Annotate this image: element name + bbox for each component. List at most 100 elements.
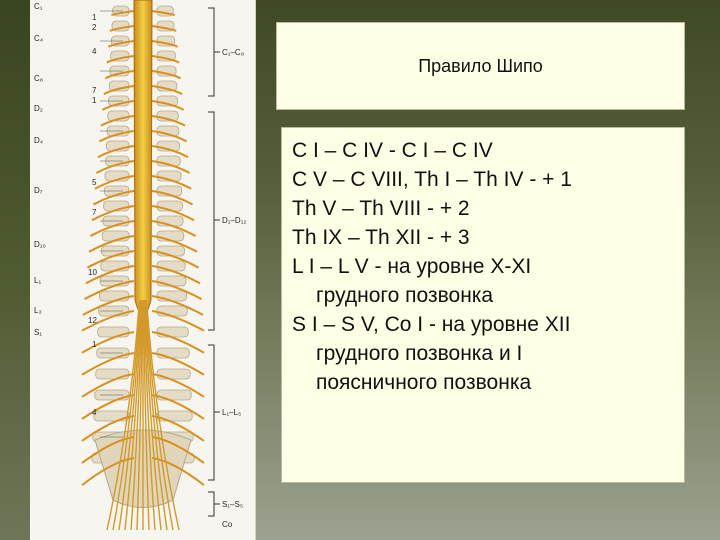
nerve-root-right	[151, 352, 205, 376]
vertebra-right	[156, 389, 192, 401]
spinal-cord-drawing	[81, 0, 220, 531]
fig-label-right: D₁–D₁₂	[222, 216, 247, 225]
nerve-root-left	[81, 373, 135, 398]
fig-label-right: L₁–L₅	[222, 408, 242, 417]
vertebra-left	[97, 326, 130, 338]
cauda-fiber	[130, 299, 143, 531]
rule-line: S I – S V, Co I - на уровне XII	[292, 313, 571, 336]
nerve-root-right	[151, 115, 186, 127]
nerve-root-left	[109, 25, 135, 32]
fig-label-left: D₄	[34, 136, 44, 145]
nerve-root-right	[151, 250, 200, 269]
fig-label-left: 7	[92, 86, 97, 95]
fig-label-left: 5	[92, 178, 97, 187]
nerve-root-left	[81, 331, 135, 354]
rule-continuation: грудного позвонка	[316, 284, 494, 307]
fig-label-left: 7	[92, 208, 97, 217]
cauda-equina-group	[106, 299, 180, 531]
fig-label-left: C₈	[34, 74, 44, 83]
rule-line: Th IX – Th XII - + 3	[292, 226, 470, 249]
vertebra-right	[156, 275, 187, 287]
nerve-root-right	[151, 310, 205, 332]
slide-background-edge	[0, 0, 30, 540]
nerve-root-left	[94, 175, 135, 190]
rule-item: Th IX – Th XII - + 3	[292, 223, 674, 252]
nerve-root-left	[89, 220, 135, 237]
rule-line: C V – C VIII, Th I – Th IV - + 1	[292, 168, 572, 191]
fig-label-left: D₇	[34, 186, 43, 195]
fig-label-left: 1	[92, 96, 97, 105]
bracket-thoracic	[208, 111, 215, 331]
fig-label-right: S₁–S₅	[222, 500, 244, 509]
vertebra-left	[100, 260, 130, 272]
cauda-fiber	[144, 299, 168, 531]
rule-item: C V – C VIII, Th I – Th IV - + 1	[292, 165, 674, 194]
rule-item: Th V – Th VIII - + 2	[292, 194, 674, 223]
segment-brackets	[208, 7, 220, 517]
cauda-fiber	[118, 299, 142, 531]
fig-label-left: 12	[88, 316, 97, 325]
rules-box: C I – C IV - C I – C IV C V – C VIII, Th…	[281, 127, 685, 483]
nerve-root-left	[104, 70, 135, 80]
cauda-fiber	[142, 299, 150, 531]
vertebra-right	[156, 305, 188, 317]
nerve-root-right	[151, 205, 195, 222]
vertebra-right	[156, 368, 191, 380]
nerve-root-right	[151, 235, 198, 253]
vertebra-right	[156, 347, 190, 359]
fig-label-left: L₃	[34, 306, 42, 315]
nerve-root-left	[101, 100, 135, 111]
spinal-cord-figure: C₁ 1 2 C₄ 4 C₈ 7 1 D₂ D₄ 5 D₇ 7 D₁₀ 10 L…	[30, 0, 256, 540]
nerve-root-right	[151, 70, 182, 80]
cauda-fiber	[145, 299, 180, 531]
rule-item: L I – L V - на уровне X-XI грудного позв…	[292, 252, 674, 310]
fig-label-left: D₂	[34, 104, 43, 113]
fig-label-left: 1	[92, 13, 97, 22]
nerve-root-right	[151, 331, 205, 354]
nerve-root-right	[151, 265, 201, 285]
nerve-root-right	[151, 100, 185, 111]
nerve-root-right	[151, 55, 180, 64]
bracket-lumbar	[208, 344, 215, 481]
title-box: Правило Шипо	[276, 22, 685, 110]
nerve-root-right	[151, 25, 177, 32]
fig-label-left: 2	[92, 23, 97, 32]
nerve-root-left	[81, 310, 135, 332]
fig-label-right: C₁–C₈	[222, 48, 245, 57]
nerve-root-right	[151, 190, 194, 206]
rule-continuation: поясничного позвонка	[316, 371, 532, 394]
cauda-fiber	[143, 299, 156, 531]
rule-continuation: грудного позвонка и I	[316, 342, 523, 365]
rule-line: Th V – Th VIII - + 2	[292, 197, 470, 220]
nerve-root-right	[151, 130, 188, 143]
nerve-root-left	[97, 145, 135, 159]
vertebra-left	[95, 368, 130, 380]
nerve-root-left	[103, 85, 135, 96]
nerve-root-left	[106, 55, 135, 64]
nerve-root-left	[82, 295, 135, 316]
bracket-sacral	[208, 491, 215, 517]
vertebra-right	[156, 290, 188, 302]
rule-line: C I – C IV - C I – C IV	[292, 139, 493, 162]
nerve-root-right	[151, 145, 189, 159]
left-label-ticks	[100, 10, 123, 438]
nerve-root-right	[151, 220, 197, 237]
cauda-fiber	[106, 299, 141, 531]
cauda-fiber	[136, 299, 144, 531]
fig-label-left: 10	[88, 268, 97, 277]
nerve-root-left	[86, 250, 135, 269]
nerve-root-left	[92, 190, 135, 206]
vertebra-left	[93, 410, 130, 422]
fig-label-left: 1	[92, 340, 97, 349]
nerve-root-right	[151, 295, 204, 316]
fig-label-left: C₁	[34, 2, 43, 11]
rule-line: L I – L V - на уровне X-XI	[292, 255, 532, 278]
nerve-root-left	[81, 457, 135, 486]
fig-label-left: C₄	[34, 34, 44, 43]
nerve-root-right	[151, 457, 205, 486]
rule-item: C I – C IV - C I – C IV	[292, 136, 674, 165]
cauda-fiber	[145, 299, 174, 531]
fig-label-left: 4	[92, 47, 97, 56]
cauda-fiber	[144, 299, 162, 531]
fig-label-left: L₁	[34, 276, 42, 285]
